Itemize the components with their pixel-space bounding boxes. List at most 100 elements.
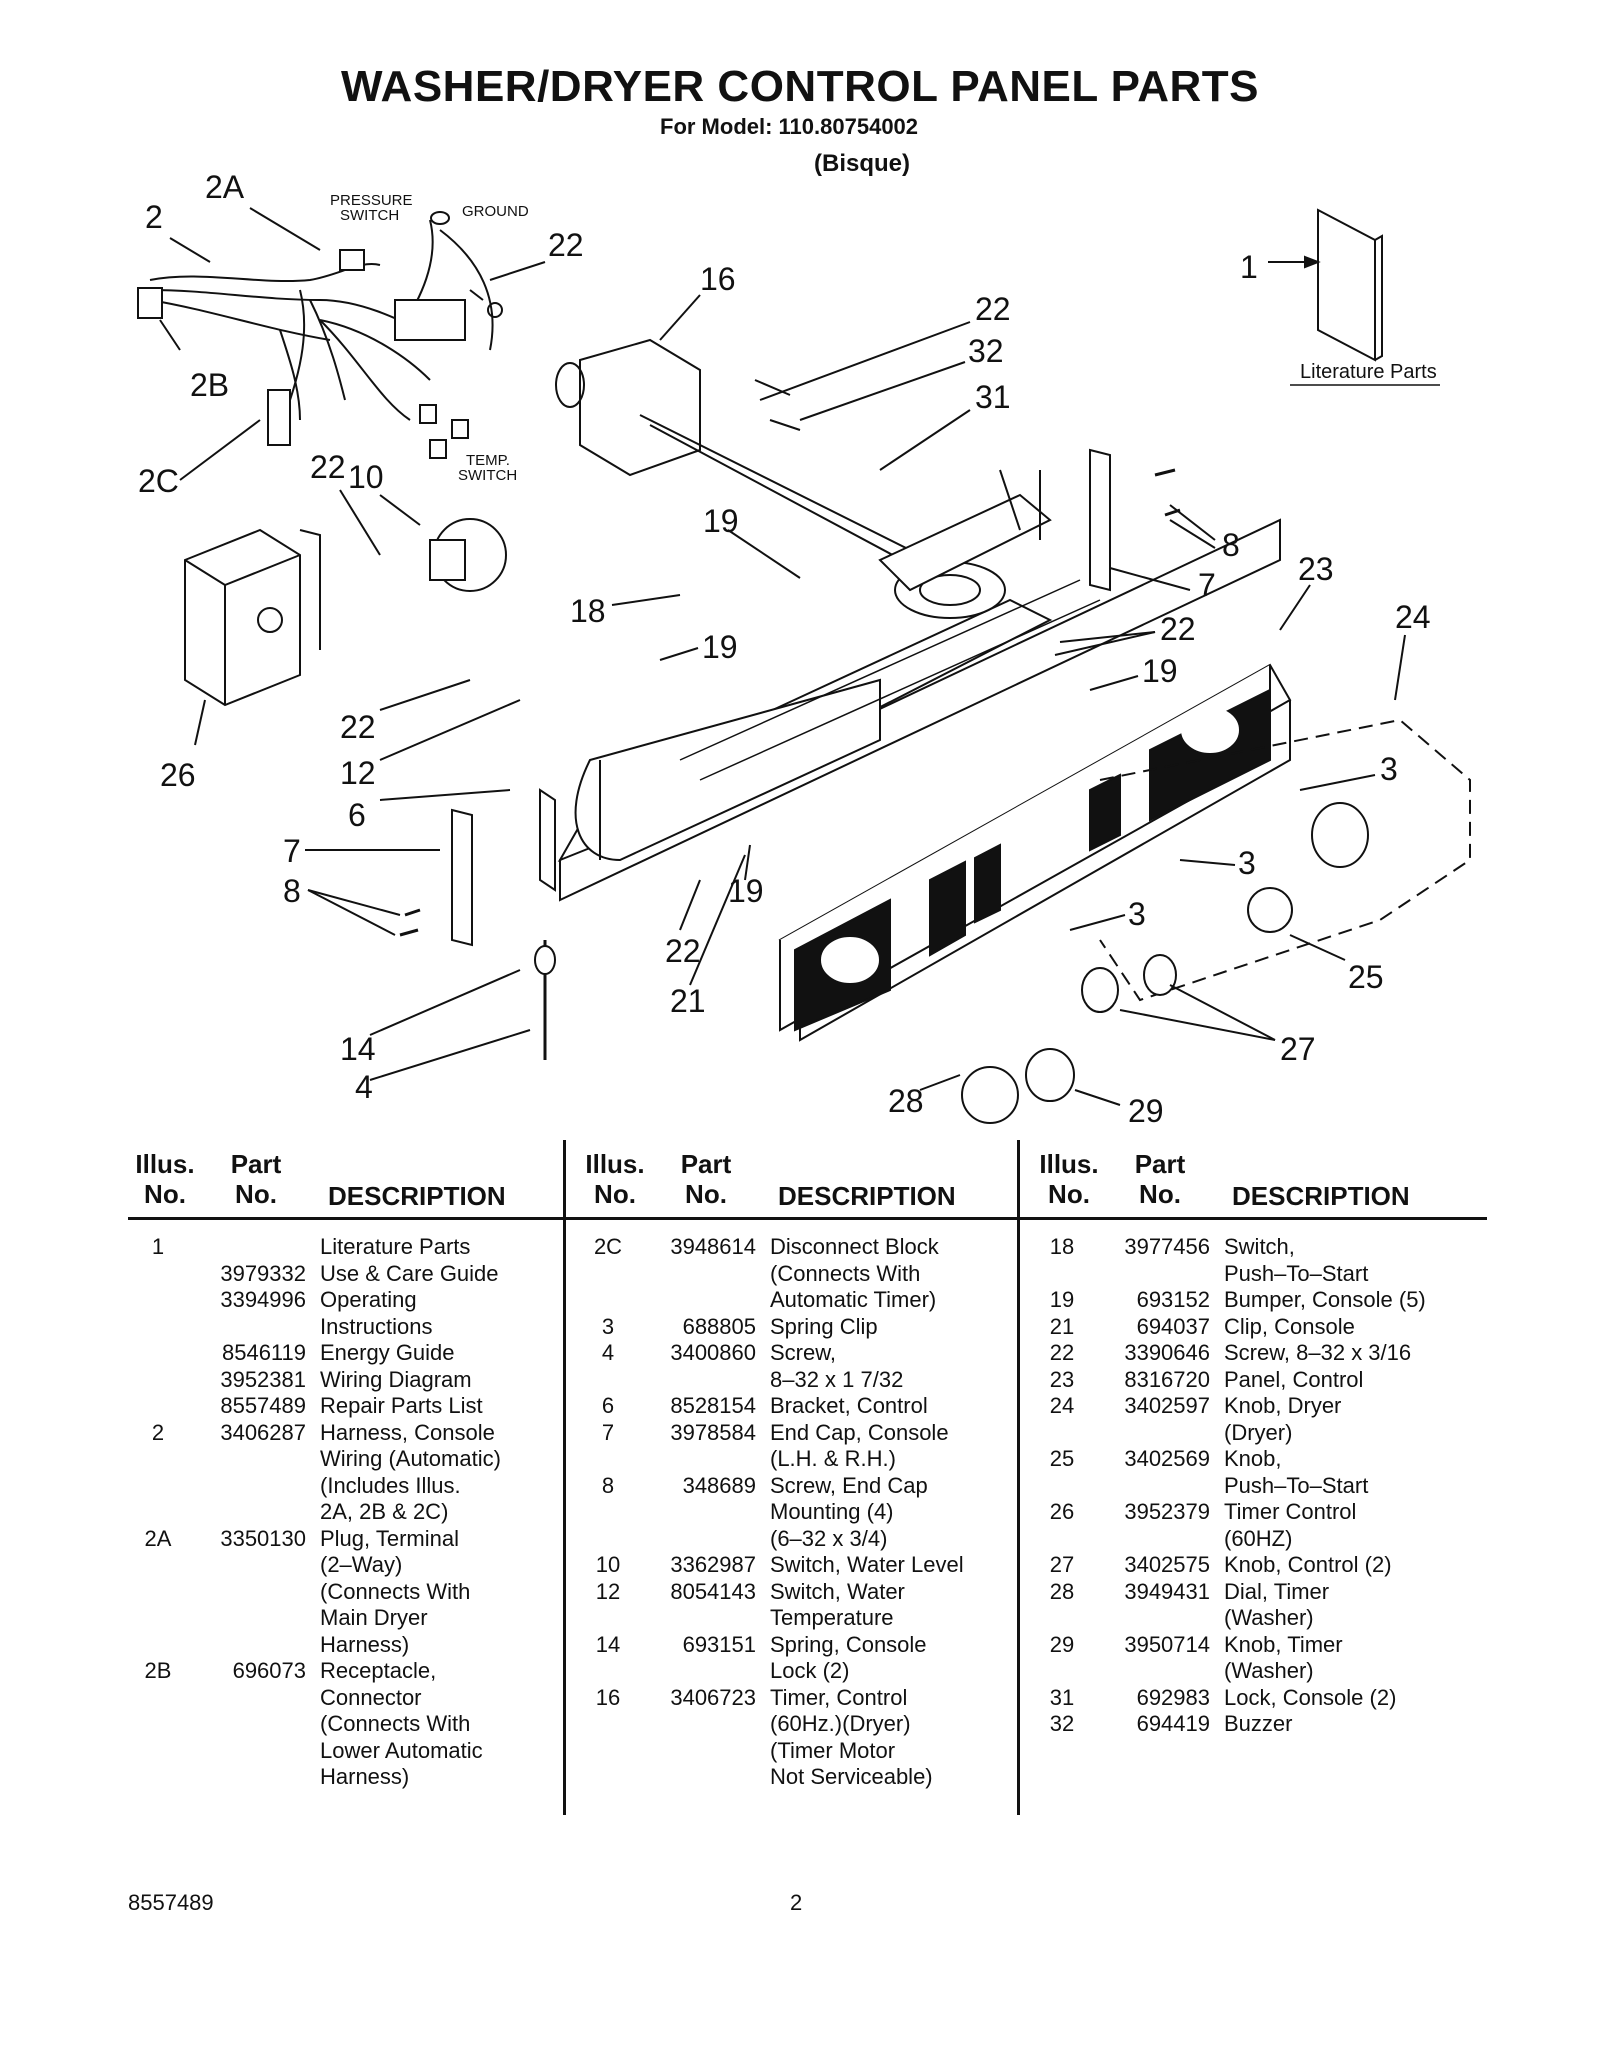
part-no-cell: 8054143 [670,1578,756,1604]
illus-no-cell: 7 [601,1419,615,1445]
description-cell: Spring Clip [770,1313,878,1339]
part-no-cell: 3948614 [670,1234,756,1259]
table-row: 2C 3948614 Disconnect Block (Connects With… [578,1234,1033,1314]
illus-no-cell: 24 [1049,1393,1075,1418]
illus-no-cell: 14 [595,1631,621,1657]
description-cell: Spring, Console Lock (2) [770,1631,927,1684]
part-no-cell: 3406287 [220,1419,306,1445]
svg-text:22: 22 [548,227,584,263]
description-cell: Dial, Timer (Washer) [1224,1578,1330,1631]
part-no-cell: 3390646 [1124,1340,1210,1365]
part-no-cell: 694419 [1136,1711,1210,1736]
part-no-cell: 8528154 [670,1393,756,1418]
part-no-cell: 688805 [682,1313,756,1339]
pressure-switch-label: PRESSURE [330,192,413,209]
illus-no-cell: 16 [595,1684,621,1710]
svg-text:8: 8 [1222,527,1240,563]
svg-text:4: 4 [355,1069,373,1105]
illus-no-cell: 27 [1049,1552,1075,1577]
part-no-cell: 3402575 [1124,1552,1210,1577]
part-no-cell: 696073 [232,1658,306,1683]
svg-text:31: 31 [975,379,1011,415]
part-no-cell: 8557489 [220,1393,306,1418]
description-cell: Buzzer [1224,1711,1293,1736]
description-cell: Lock, Console (2) [1224,1684,1397,1710]
part-no-cell: 3402569 [1124,1446,1210,1471]
svg-text:6: 6 [348,797,366,833]
description-cell: Disconnect Block (Connects With Automati… [770,1234,939,1312]
illus-no-cell: 6 [601,1393,615,1418]
description-cell: Harness, Console Wiring (Automatic) (Inc… [320,1419,501,1525]
svg-text:3: 3 [1238,845,1256,881]
svg-text:22: 22 [1160,611,1196,647]
description-cell: Panel, Control [1224,1366,1364,1392]
description-cell: Timer, Control (60Hz.)(Dryer) (Timer Mot… [770,1684,933,1790]
model-color: (Bisque) [814,150,910,177]
illus-no-cell: 8 [601,1472,615,1498]
page-title: WASHER/DRYER CONTROL PANEL PARTS [340,62,1260,111]
svg-text:32: 32 [968,333,1004,369]
svg-text:7: 7 [283,833,301,869]
description-cell: Knob, Dryer (Dryer) [1224,1393,1342,1445]
illus-no-cell: 19 [1049,1287,1075,1312]
svg-text:19: 19 [1142,653,1178,689]
illus-no-cell: 23 [1049,1366,1075,1392]
illus-no-cell: 28 [1049,1578,1075,1604]
svg-text:16: 16 [700,261,736,297]
svg-text:SWITCH: SWITCH [458,467,517,484]
illus-no-cell: 21 [1049,1313,1075,1339]
description-cell: End Cap, Console (L.H. & R.H.) [770,1419,949,1472]
description-cell: Bumper, Console (5) [1224,1287,1426,1312]
svg-text:22: 22 [340,709,376,745]
svg-text:2B: 2B [190,367,229,403]
part-no-cell: 3949431 [1124,1578,1210,1604]
column-divider [1017,1140,1020,1815]
part-no-cell: 8546119 [221,1340,306,1365]
page-number: 2 [790,1890,803,1915]
illus-no-cell: 2A [144,1525,172,1551]
illus-no-cell: 3 [601,1313,615,1339]
ground-label: GROUND [462,203,529,220]
header-part-no: Part No. [230,1149,282,1209]
svg-text:24: 24 [1395,599,1431,635]
document-number: 8557489 [128,1890,214,1915]
svg-text:22: 22 [665,933,701,969]
illus-no-cell: 1 [151,1234,165,1259]
part-no-cell: 3952379 [1124,1499,1210,1524]
illus-no-cell [128,1393,188,1420]
svg-text:12: 12 [340,755,376,791]
svg-text:2A: 2A [205,169,245,205]
part-no-cell: 3400860 [670,1340,756,1365]
svg-text:3: 3 [1128,896,1146,932]
header-description: DESCRIPTION [328,1181,506,1211]
part-no-cell: 3977456 [1124,1234,1210,1259]
svg-text:26: 26 [160,757,196,793]
svg-text:3: 3 [1380,751,1398,787]
svg-text:SWITCH: SWITCH [340,207,399,224]
svg-text:2C: 2C [138,463,179,499]
header-description: DESCRIPTION [778,1181,956,1211]
illus-no-cell: 10 [595,1552,621,1577]
illus-no-cell: 2C [593,1234,623,1259]
svg-text:2: 2 [145,199,163,235]
illus-no-cell: 22 [1049,1340,1075,1365]
part-no-cell: 694037 [1136,1313,1210,1339]
description-cell: Use & Care Guide [320,1260,499,1286]
part-no-cell: 348689 [682,1472,756,1498]
part-no-cell: 3952381 [220,1366,306,1392]
parts-rows: 2C 3948614 Disconnect Block (Connects With… [578,1234,1033,1791]
